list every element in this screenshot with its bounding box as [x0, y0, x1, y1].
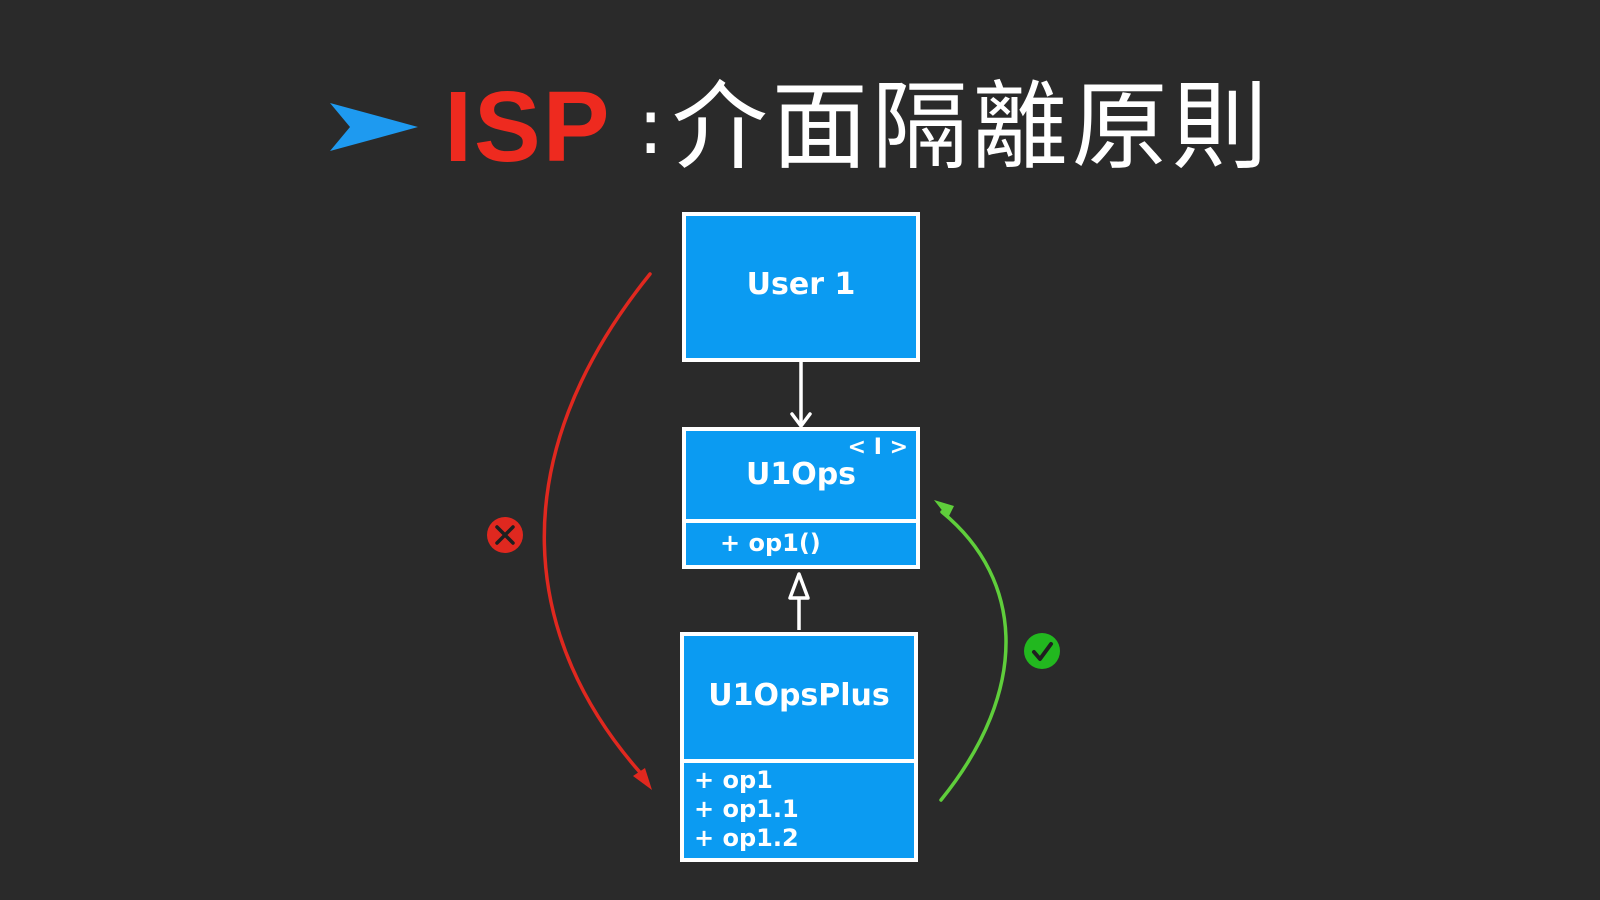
interface-operation: + op1() [720, 529, 821, 557]
slide-title: ISP : 介面隔離原則 [0, 72, 1600, 182]
title-acronym: ISP [444, 71, 612, 183]
x-circle-icon [487, 517, 523, 553]
interface-stereotype: < I > [847, 435, 908, 460]
interface-class-box: < I > U1Ops + op1() [682, 427, 920, 569]
direct-dependency-arrow [542, 272, 652, 790]
check-circle-icon [1024, 633, 1060, 669]
implementation-operation: + op1.1 [694, 795, 799, 823]
implementation-class-name: U1OpsPlus [708, 678, 890, 713]
implementation-divider [684, 759, 914, 763]
dependency-arrow [790, 360, 812, 429]
interface-divider [686, 519, 916, 523]
title-chinese: 介面隔離原則 [671, 71, 1272, 183]
implementation-class-box: U1OpsPlus + op1 + op1.1 + op1.2 [680, 632, 918, 862]
implementation-operation: + op1.2 [694, 824, 799, 852]
paper-plane-arrow-icon [330, 103, 419, 151]
interface-class-name: U1Ops [745, 457, 857, 492]
interface-dependency-arrow [934, 500, 1008, 802]
user-class-name: User 1 [746, 267, 856, 302]
interface-operations: + op1() [720, 529, 821, 558]
implementation-operation: + op1 [694, 766, 773, 794]
realization-arrow [788, 572, 810, 630]
implementation-operations: + op1 + op1.1 + op1.2 [694, 766, 799, 853]
user-class-box: User 1 [682, 212, 920, 362]
title-separator: : [637, 82, 664, 172]
